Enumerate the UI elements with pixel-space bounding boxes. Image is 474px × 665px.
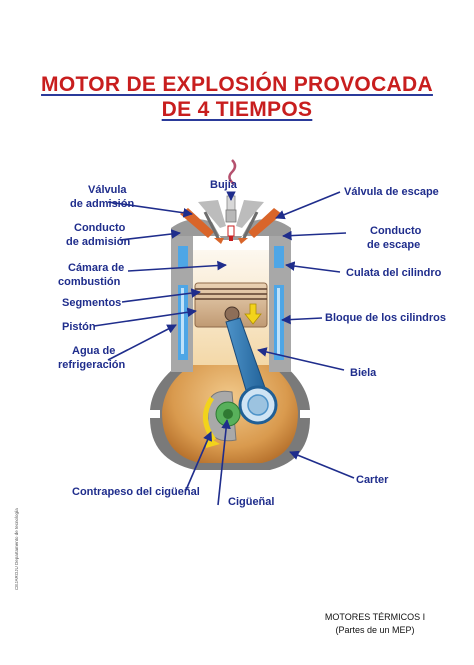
label-biela: Biela [350,367,377,379]
label-valvula-admision-2: de admisión [70,198,135,210]
label-conducto-escape-1: Conducto [370,225,422,237]
footer-line-1: MOTORES TÉRMICOS I [324,612,426,622]
label-piston: Pistón [62,321,96,333]
label-conducto-admision-2: de admisión [66,236,131,248]
label-valvula-admision-1: Válvula [88,184,127,196]
label-agua-2: refrigeración [58,359,126,371]
water-jacket-upper-left [178,246,188,268]
credit-vertical: CEJAROJU Departamento de tecnología [14,508,19,590]
label-bloque: Bloque de los cilindros [325,312,447,324]
label-arrows [93,191,355,506]
piston [194,282,268,328]
label-conducto-admision-1: Conducto [74,222,126,234]
label-bujia: Bujía [210,179,237,191]
label-valvula-escape: Válvula de escape [344,186,439,198]
label-segmentos: Segmentos [62,297,122,309]
label-camara-2: combustión [58,276,121,288]
title-line-1: MOTOR DE EXPLOSIÓN PROVOCADA [41,73,433,96]
title-line-2: DE 4 TIEMPOS [161,98,313,121]
water-jacket-upper-right [274,246,284,268]
label-agua-1: Agua de [72,345,116,357]
footer-line-2: (Partes de un MEP) [335,625,415,635]
label-culata: Culata del cilindro [346,267,442,279]
label-contrapeso: Contrapeso del cigüeñal [72,486,200,498]
exhaust-port [248,208,282,238]
piston-down-arrow [244,303,262,325]
label-carter: Carter [356,474,389,486]
spark-plug [225,159,237,241]
label-ciguenal: Cigüeñal [228,496,275,508]
label-camara-1: Cámara de [68,262,125,274]
connecting-rod [225,317,278,425]
label-conducto-escape-2: de escape [367,239,421,251]
